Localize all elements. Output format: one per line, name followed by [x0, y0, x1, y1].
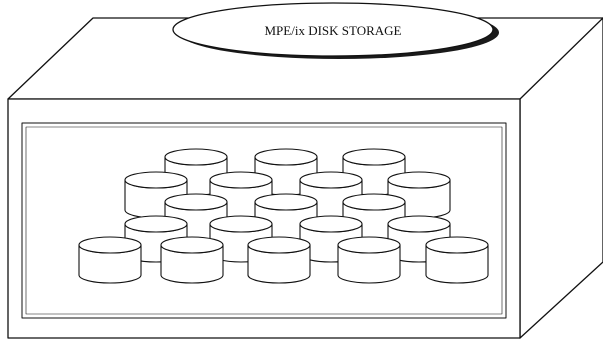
disk-cylinder-top	[164, 148, 228, 166]
disk-cylinder-top	[254, 148, 318, 166]
disk-cylinder-top	[78, 236, 142, 254]
disk-cylinder	[78, 236, 142, 284]
disk-cylinder	[160, 236, 224, 284]
disk-cylinder-top	[299, 215, 363, 233]
disk-cylinder-top	[164, 193, 228, 211]
disk-cylinder-top	[425, 236, 489, 254]
disk-stack	[78, 148, 489, 284]
disk-cylinder-top	[387, 171, 451, 189]
disk-cylinder-top	[124, 215, 188, 233]
disk-cylinder-top	[209, 171, 273, 189]
diagram-title: MPE/ix DISK STORAGE	[264, 23, 401, 38]
disk-cylinder-top	[387, 215, 451, 233]
disk-cylinder-top	[254, 193, 318, 211]
cabinet-inner-panel-edge	[25, 126, 503, 315]
title-label-pill	[172, 2, 494, 57]
disk-cylinder	[247, 236, 311, 284]
disk-cylinder	[337, 236, 401, 284]
title-label: MPE/ix DISK STORAGE	[172, 2, 499, 59]
disk-cylinder-top	[124, 171, 188, 189]
disk-cylinder-top	[160, 236, 224, 254]
disk-cylinder-top	[299, 171, 363, 189]
disk-cylinder-top	[342, 193, 406, 211]
disk-cylinder-top	[209, 215, 273, 233]
disk-cylinder-top	[247, 236, 311, 254]
disk-cylinder-top	[342, 148, 406, 166]
disk-cylinder-top	[337, 236, 401, 254]
disk-cylinder	[425, 236, 489, 284]
